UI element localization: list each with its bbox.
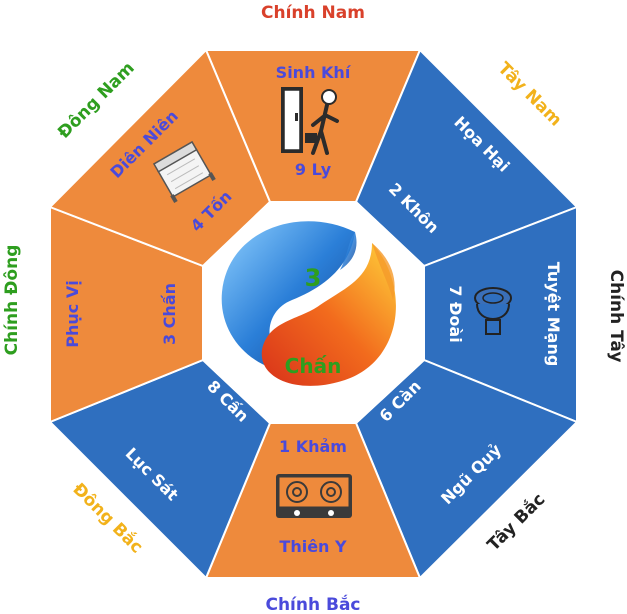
yin-yang-icon xyxy=(221,221,396,386)
flame-lick xyxy=(340,232,357,270)
center-name: Chấn xyxy=(285,354,342,378)
sector-right-star: Tuyệt Mạng xyxy=(544,262,563,367)
fire-flare xyxy=(372,243,395,300)
sector-bottom-trigram: 1 Khảm xyxy=(279,437,347,456)
sector-left-trigram: 3 Chấn xyxy=(160,283,179,345)
sector-top-trigram: 9 Ly xyxy=(295,160,332,179)
water-half xyxy=(221,221,355,372)
direction-north: Chính Bắc xyxy=(265,594,360,614)
gas-stove-icon xyxy=(276,474,352,518)
direction-west: Chính Tây xyxy=(606,270,626,363)
sector-right-trigram: 7 Đoài xyxy=(446,285,465,342)
toilet-icon xyxy=(474,287,512,335)
sector-top-star: Sinh Khí xyxy=(276,63,352,82)
direction-south: Chính Nam xyxy=(261,3,365,23)
direction-east: Chính Đông xyxy=(2,245,22,356)
exit-door-icon xyxy=(281,87,339,155)
sector-left-star: Phục Vị xyxy=(63,280,82,347)
fire-half xyxy=(261,243,396,386)
bed-icon xyxy=(152,140,216,204)
direction-southwest: Tây Nam xyxy=(494,59,566,131)
center-number: 3 xyxy=(305,264,322,292)
sector-bottom-star: Thiên Y xyxy=(279,537,347,556)
